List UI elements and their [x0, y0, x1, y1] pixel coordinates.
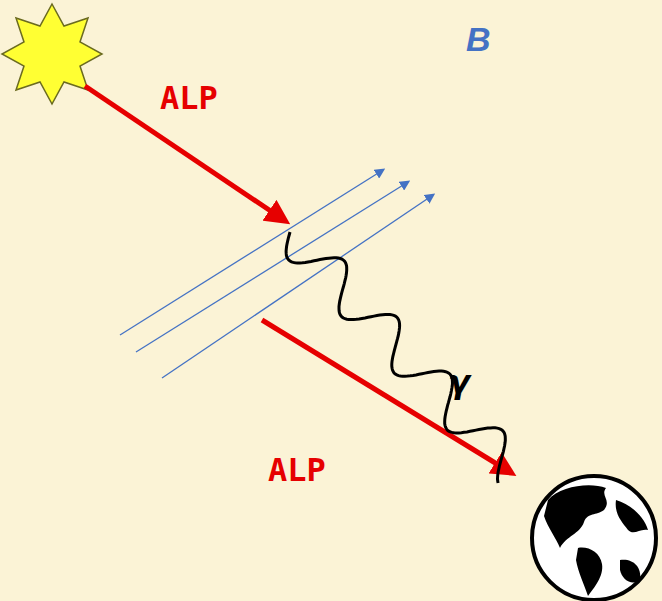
particle-label: ALP — [268, 454, 326, 486]
photon-wave — [286, 232, 505, 483]
magnetic-field-lines — [120, 170, 433, 378]
photon-label: γ — [448, 366, 470, 398]
particle-label: ALP — [160, 82, 218, 114]
earth-globe — [532, 476, 656, 600]
field-label: B — [466, 22, 491, 56]
alp-arrow — [262, 320, 510, 472]
